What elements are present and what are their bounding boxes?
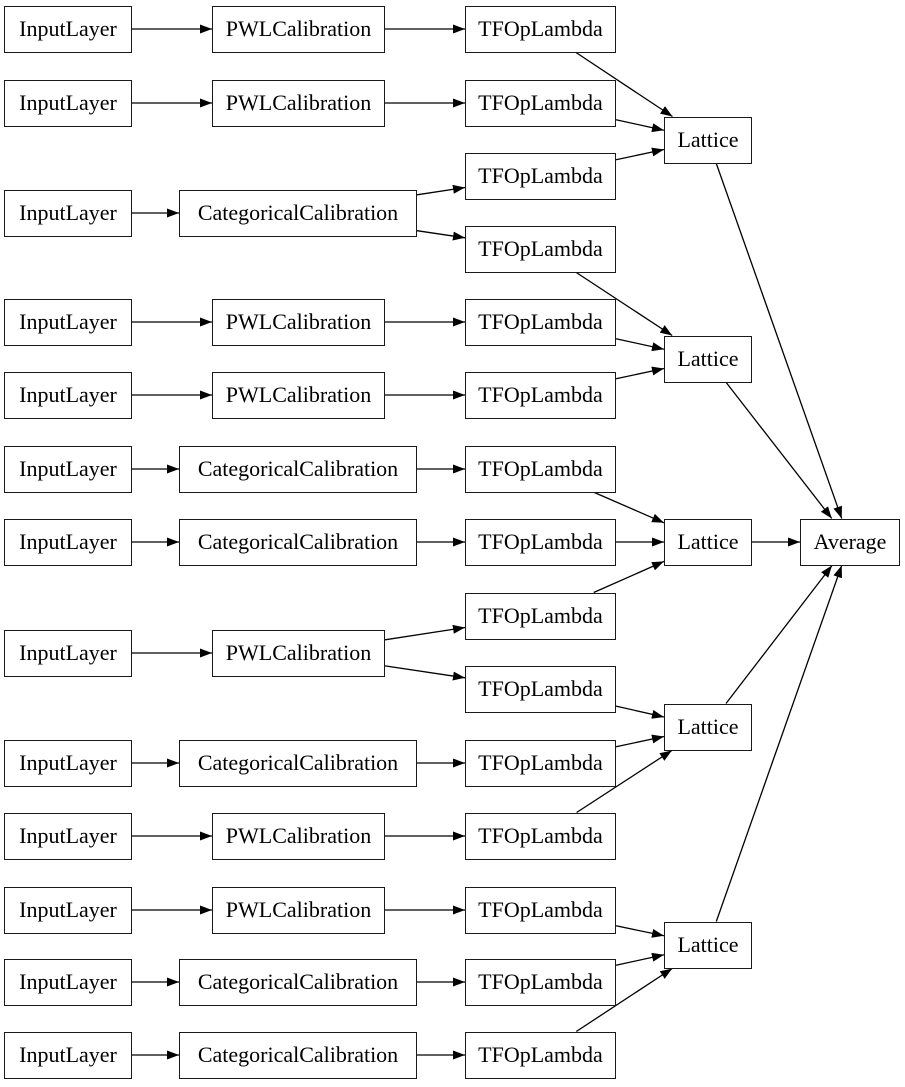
edge-t11-to-lat4 — [615, 734, 665, 748]
pwl-calibration-node-6: PWLCalibration — [212, 812, 385, 860]
input-layer-node-2: InputLayer — [4, 79, 132, 127]
tfop-lambda-node-13: TFOpLambda — [465, 886, 616, 934]
categorical-calibration-node-3: CategoricalCalibration — [179, 518, 417, 566]
tfop-lambda-node-4: TFOpLambda — [465, 225, 616, 273]
categorical-calibration-node-2: CategoricalCalibration — [179, 445, 417, 493]
edge-t5-to-lat2 — [615, 338, 665, 352]
edge-cal8-to-t10 — [384, 665, 466, 681]
edge-t15-to-lat5 — [575, 967, 673, 1033]
categorical-calibration-node-6: CategoricalCalibration — [179, 1031, 417, 1079]
lattice-node-3: Lattice — [664, 518, 752, 566]
pwl-calibration-node-2: PWLCalibration — [212, 79, 385, 127]
categorical-calibration-node-4: CategoricalCalibration — [179, 739, 417, 787]
tfop-lambda-node-1: TFOpLambda — [465, 5, 616, 53]
edge-cal3-to-t4 — [416, 230, 466, 241]
lattice-node-5: Lattice — [664, 921, 752, 969]
edge-cal3-to-t3 — [416, 184, 466, 196]
input-layer-node-6: InputLayer — [4, 445, 132, 493]
edge-t13-to-lat5 — [615, 925, 665, 938]
tfop-lambda-node-15: TFOpLambda — [465, 1031, 616, 1079]
pwl-calibration-node-5: PWLCalibration — [212, 629, 385, 677]
edge-t4-to-lat2 — [575, 271, 673, 337]
input-layer-node-9: InputLayer — [4, 739, 132, 787]
edge-lat2-to-avg — [725, 382, 833, 519]
edge-t14-to-lat5 — [615, 952, 665, 966]
lattice-node-1: Lattice — [664, 116, 752, 164]
categorical-calibration-node-5: CategoricalCalibration — [179, 958, 417, 1006]
tfop-lambda-node-2: TFOpLambda — [465, 79, 616, 127]
edge-t12-to-lat4 — [576, 749, 673, 814]
pwl-calibration-node-4: PWLCalibration — [212, 371, 385, 419]
edge-t2-to-lat1 — [615, 119, 665, 133]
input-layer-node-3: InputLayer — [4, 189, 132, 237]
input-layer-node-12: InputLayer — [4, 958, 132, 1006]
pwl-calibration-node-7: PWLCalibration — [212, 886, 385, 934]
edge-t3-to-lat1 — [615, 147, 665, 161]
lattice-node-2: Lattice — [664, 335, 752, 383]
input-layer-node-13: InputLayer — [4, 1031, 132, 1079]
tfop-lambda-node-8: TFOpLambda — [465, 518, 616, 566]
edge-lat1-to-avg — [715, 163, 843, 519]
categorical-calibration-node-1: CategoricalCalibration — [179, 189, 417, 237]
pwl-calibration-node-3: PWLCalibration — [212, 298, 385, 346]
input-layer-node-4: InputLayer — [4, 298, 132, 346]
edge-lat5-to-avg — [715, 565, 843, 922]
average-node-1: Average — [800, 518, 900, 566]
pwl-calibration-node-1: PWLCalibration — [212, 5, 385, 53]
tfop-lambda-node-14: TFOpLambda — [465, 958, 616, 1006]
tfop-lambda-node-6: TFOpLambda — [465, 371, 616, 419]
tfop-lambda-node-3: TFOpLambda — [465, 152, 616, 200]
input-layer-node-1: InputLayer — [4, 5, 132, 53]
lattice-node-4: Lattice — [664, 703, 752, 751]
edge-cal8-to-t9 — [384, 624, 466, 641]
tfop-lambda-node-7: TFOpLambda — [465, 445, 616, 493]
tfop-lambda-node-12: TFOpLambda — [465, 812, 616, 860]
edge-t9-to-lat3 — [593, 560, 665, 594]
input-layer-node-8: InputLayer — [4, 629, 132, 677]
edge-t10-to-lat4 — [615, 705, 665, 719]
tfop-lambda-node-11: TFOpLambda — [465, 739, 616, 787]
edge-t1-to-lat1 — [575, 51, 673, 118]
edge-t7-to-lat3 — [594, 491, 665, 524]
input-layer-node-11: InputLayer — [4, 886, 132, 934]
input-layer-node-7: InputLayer — [4, 518, 132, 566]
tfop-lambda-node-10: TFOpLambda — [465, 665, 616, 713]
edge-lat4-to-avg — [725, 565, 833, 704]
tfop-lambda-node-9: TFOpLambda — [465, 592, 616, 640]
input-layer-node-5: InputLayer — [4, 371, 132, 419]
edge-t6-to-lat2 — [615, 366, 665, 380]
input-layer-node-10: InputLayer — [4, 812, 132, 860]
tfop-lambda-node-5: TFOpLambda — [465, 298, 616, 346]
